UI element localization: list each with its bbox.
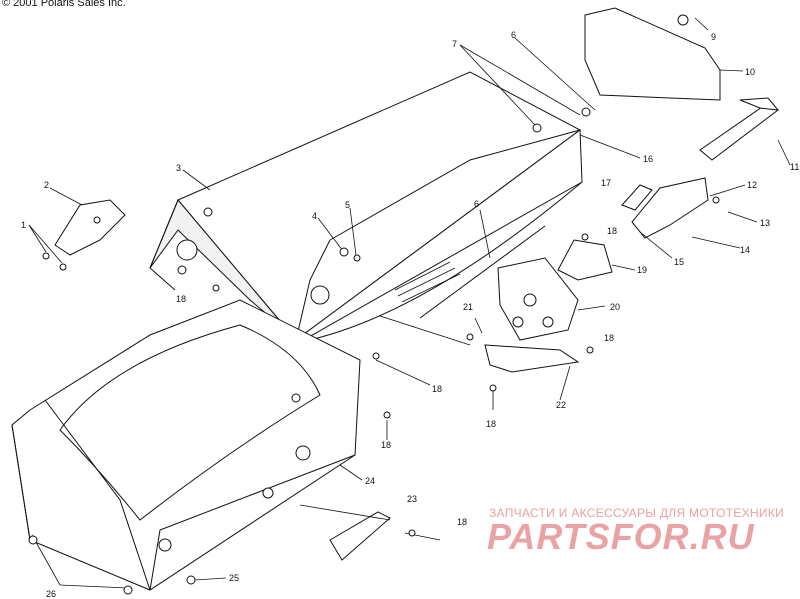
callout-labels: 1 2 3 4 5 6 6 7 9 10 11 12 13 14 15 16 1… — [21, 30, 799, 599]
bracket-part-2 — [54, 199, 126, 256]
callout-24: 24 — [365, 476, 375, 486]
copyright-text: © 2001 Polaris Sales Inc. — [2, 0, 126, 9]
callout-18-g: 18 — [457, 517, 467, 527]
callout-18-f: 18 — [486, 419, 496, 429]
callout-11: 11 — [790, 162, 799, 172]
bracket-part-20 — [497, 257, 579, 341]
callout-6-top: 6 — [511, 30, 516, 40]
bracket-part-22 — [484, 344, 580, 373]
fasteners — [28, 14, 720, 595]
cap-part-17 — [621, 184, 653, 211]
callout-3: 3 — [176, 163, 181, 173]
callout-18-b: 18 — [607, 226, 617, 236]
callout-22: 22 — [556, 400, 566, 410]
slide-rail — [419, 225, 546, 319]
watermark-logo: PARTSFOR.RU — [487, 516, 755, 557]
callout-12: 12 — [747, 180, 757, 190]
callout-16: 16 — [643, 154, 653, 164]
callout-19: 19 — [637, 265, 647, 275]
plate-part-19 — [557, 239, 613, 281]
watermark-subtitle: ЗАПЧАСТИ И АКСЕССУАРЫ ДЛЯ МОТОТЕХНИКИ — [489, 506, 785, 520]
callout-4: 4 — [312, 211, 317, 221]
callout-18-e: 18 — [381, 440, 391, 450]
rear-flap-part-10 — [584, 7, 721, 101]
callout-9: 9 — [711, 32, 716, 42]
callout-25: 25 — [229, 573, 239, 583]
callout-18-c: 18 — [604, 333, 614, 343]
bracket-part-23 — [329, 511, 391, 561]
callout-17: 17 — [601, 178, 611, 188]
callout-18-d: 18 — [432, 384, 442, 394]
callout-20: 20 — [610, 302, 620, 312]
callout-26: 26 — [46, 589, 56, 599]
callout-6-rail: 6 — [474, 199, 479, 209]
callout-2: 2 — [44, 180, 49, 190]
tunnel-assembly — [149, 71, 583, 343]
hitch-part-15 — [631, 177, 709, 239]
callout-18-a: 18 — [176, 294, 186, 304]
leader-lines — [28, 17, 791, 589]
callout-7: 7 — [452, 39, 457, 49]
callout-14: 14 — [740, 245, 750, 255]
callout-1: 1 — [21, 220, 26, 230]
rear-bumper-part-11 — [699, 97, 780, 161]
callout-23: 23 — [407, 494, 417, 504]
vent-slots — [394, 261, 461, 303]
callout-13: 13 — [760, 218, 770, 228]
callout-15: 15 — [674, 257, 684, 267]
callout-5: 5 — [345, 200, 350, 210]
callout-21: 21 — [463, 302, 473, 312]
bulkhead-frame — [11, 299, 361, 591]
callout-10: 10 — [745, 67, 755, 77]
